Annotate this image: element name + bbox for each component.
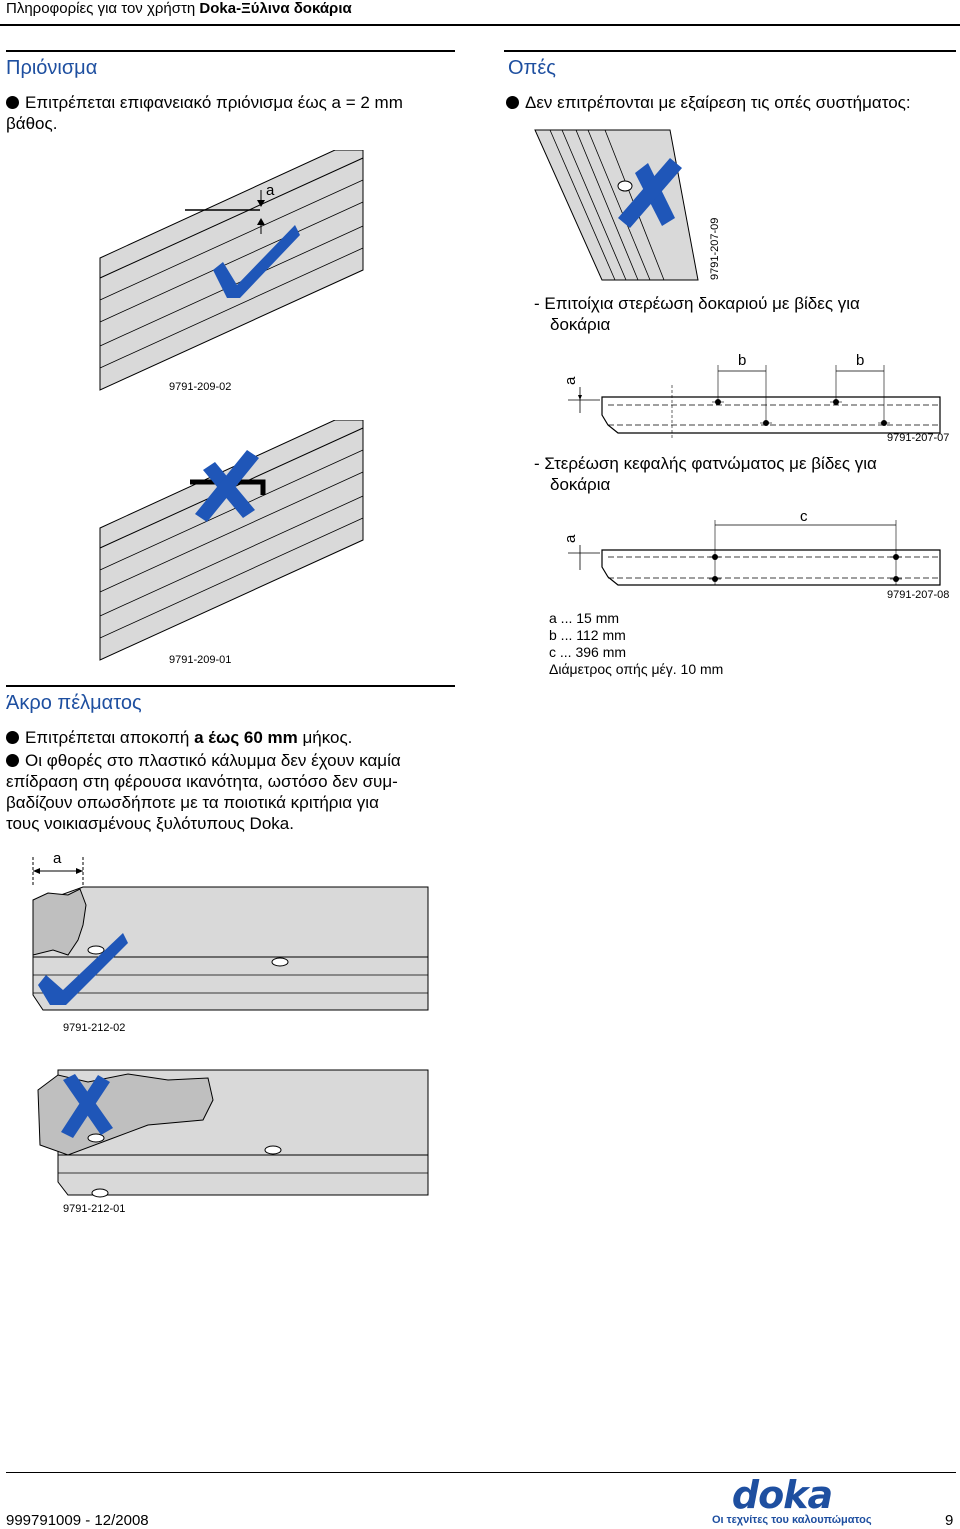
header-rule: [0, 24, 960, 26]
holes-bullet-text: Δεν επιτρέπονται με εξαίρεση τις οπές συ…: [525, 93, 911, 112]
bullet2-line2: επίδραση στη φέρουσα ικανότητα, ωστόσο δ…: [6, 772, 398, 791]
planing-label-a: a: [266, 182, 275, 199]
footer-rule: [6, 1472, 956, 1473]
bullet1-post: μήκος.: [297, 728, 353, 747]
legend-c: c ... 396 mm: [549, 644, 627, 660]
footer-doc-number: 999791009 - 12/2008: [6, 1512, 149, 1529]
logo-tagline: Οι τεχνίτες του καλουπώματος: [712, 1514, 872, 1526]
label-b1: b: [738, 352, 746, 369]
flange-end-bullet-2: Οι φθορές στο πλαστικό κάλυμμα δεν έχουν…: [6, 750, 456, 834]
label-c: c: [800, 508, 808, 525]
legend-b: b ... 112 mm: [549, 627, 626, 643]
bullet-dot: [6, 731, 19, 744]
header-prefix: Πληροφορίες για τον χρήστη: [6, 0, 200, 17]
section-rule-holes: [504, 50, 956, 52]
section-title-holes: Οπές: [508, 57, 556, 79]
item2-line2: δοκάρια: [550, 475, 611, 494]
bullet2-line4: τους νοικιασμένους ξυλότυπους Doka.: [6, 814, 294, 833]
item1-line1: - Επιτοίχια στερέωση δοκαριού με βίδες γ…: [534, 294, 860, 313]
legend-a: a ... 15 mm: [549, 610, 620, 626]
bullet-dot: [506, 96, 519, 109]
section-rule-planing: [6, 50, 455, 52]
check-icon: [213, 225, 300, 298]
figure-code: 9791-207-08: [887, 589, 950, 601]
header-product: Doka-Ξύλινα δοκάρια: [199, 0, 352, 17]
item1-line2: δοκάρια: [550, 315, 611, 334]
bullet2-line1: Οι φθορές στο πλαστικό κάλυμμα δεν έχουν…: [25, 751, 401, 770]
label-a: a: [562, 376, 579, 385]
label-a: a: [562, 534, 579, 543]
section-title-planing: Πριόνισμα: [6, 57, 98, 79]
section-rule-flange-end: [6, 685, 455, 687]
figure-flange-end-not-allowed: 9791-212-01: [37, 1069, 429, 1215]
figure-holes-panel-fixing: a c: [562, 508, 941, 586]
item2-line1: - Στερέωση κεφαλής φατνώματος με βίδες γ…: [534, 454, 877, 473]
planing-bullet: Επιτρέπεται επιφανειακό πριόνισμα έως a …: [6, 92, 456, 134]
holes-item-2: - Στερέωση κεφαλής φατνώματος με βίδες γ…: [534, 453, 877, 495]
legend-diameter: Διάμετρος οπής μέγ. 10 mm: [549, 661, 724, 677]
figure-code: 9791-207-07: [887, 432, 950, 444]
bullet1-bold: a έως 60 mm: [194, 728, 298, 747]
check-icon: [38, 933, 128, 1005]
bullet-dot: [6, 754, 19, 767]
figure-holes-wall-fixing: a b b: [562, 352, 941, 440]
figure-code: 9791-212-02: [63, 1022, 125, 1034]
figure-code: 9791-209-02: [169, 381, 231, 393]
figure-code: 9791-207-09: [709, 218, 721, 280]
section-title-flange-end: Άκρο πέλματος: [6, 692, 142, 714]
bullet2-line3: βαδίζουν οπωσδήποτε με τα ποιοτικά κριτή…: [6, 793, 379, 812]
figure-planing-allowed: a 9791-209-02: [99, 150, 364, 393]
bullet-dot: [6, 96, 19, 109]
figure-holes-not-allowed: 9791-207-09: [534, 129, 721, 281]
doka-logo: doka Οι τεχνίτες του καλουπώματος: [712, 1473, 872, 1526]
flange-label-a: a: [53, 850, 62, 867]
holes-item-1: - Επιτοίχια στερέωση δοκαριού με βίδες γ…: [534, 293, 860, 335]
flange-end-bullet-1: Επιτρέπεται αποκοπή a έως 60 mm μήκος.: [6, 727, 456, 748]
logo-wordmark: doka: [731, 1473, 833, 1517]
planing-bullet-line1: Επιτρέπεται επιφανειακό πριόνισμα έως a …: [25, 93, 403, 112]
page-number: 9: [945, 1512, 954, 1529]
figure-flange-end-allowed: a 9791-212-02: [32, 850, 429, 1034]
dimension-legend: a ... 15 mm b ... 112 mm c ... 396 mm Δι…: [549, 610, 723, 678]
figure-code: 9791-209-01: [169, 654, 231, 666]
label-b2: b: [856, 352, 864, 369]
bullet1-pre: Επιτρέπεται αποκοπή: [25, 728, 195, 747]
planing-bullet-line2: βάθος.: [6, 114, 58, 133]
figure-planing-not-allowed: 9791-209-01: [99, 420, 364, 666]
holes-bullet: Δεν επιτρέπονται με εξαίρεση τις οπές συ…: [506, 92, 958, 113]
figure-code: 9791-212-01: [63, 1203, 125, 1215]
page-header: Πληροφορίες για τον χρήστη Doka-Ξύλινα δ…: [6, 0, 352, 17]
